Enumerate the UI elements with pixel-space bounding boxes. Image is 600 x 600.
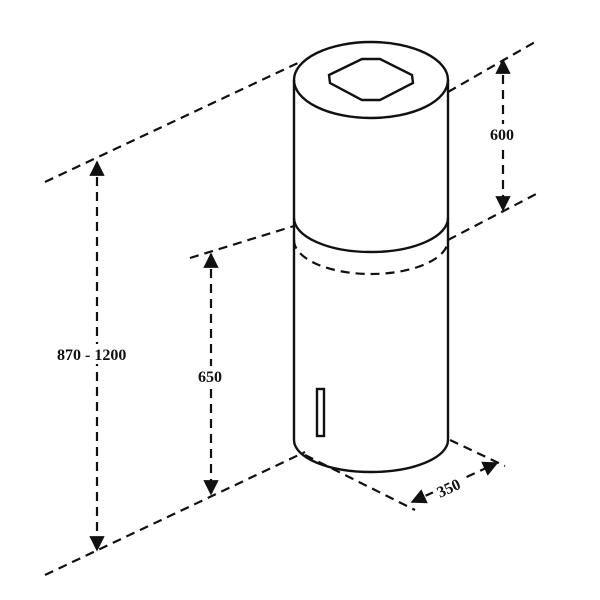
bottom-edge — [292, 439, 450, 474]
dimension-arrows — [89, 58, 511, 552]
label-600: 600 — [490, 127, 514, 144]
outlet-hexagon — [327, 57, 415, 102]
extension-lines — [44, 41, 541, 576]
control-slot — [315, 387, 326, 438]
top-ellipse — [292, 40, 450, 120]
label-870-1200: 870 - 1200 — [57, 347, 126, 364]
cylinder-hood — [292, 40, 450, 474]
label-650: 650 — [198, 369, 222, 386]
band-hidden-edge — [292, 239, 450, 276]
band-top-edge — [292, 217, 450, 254]
